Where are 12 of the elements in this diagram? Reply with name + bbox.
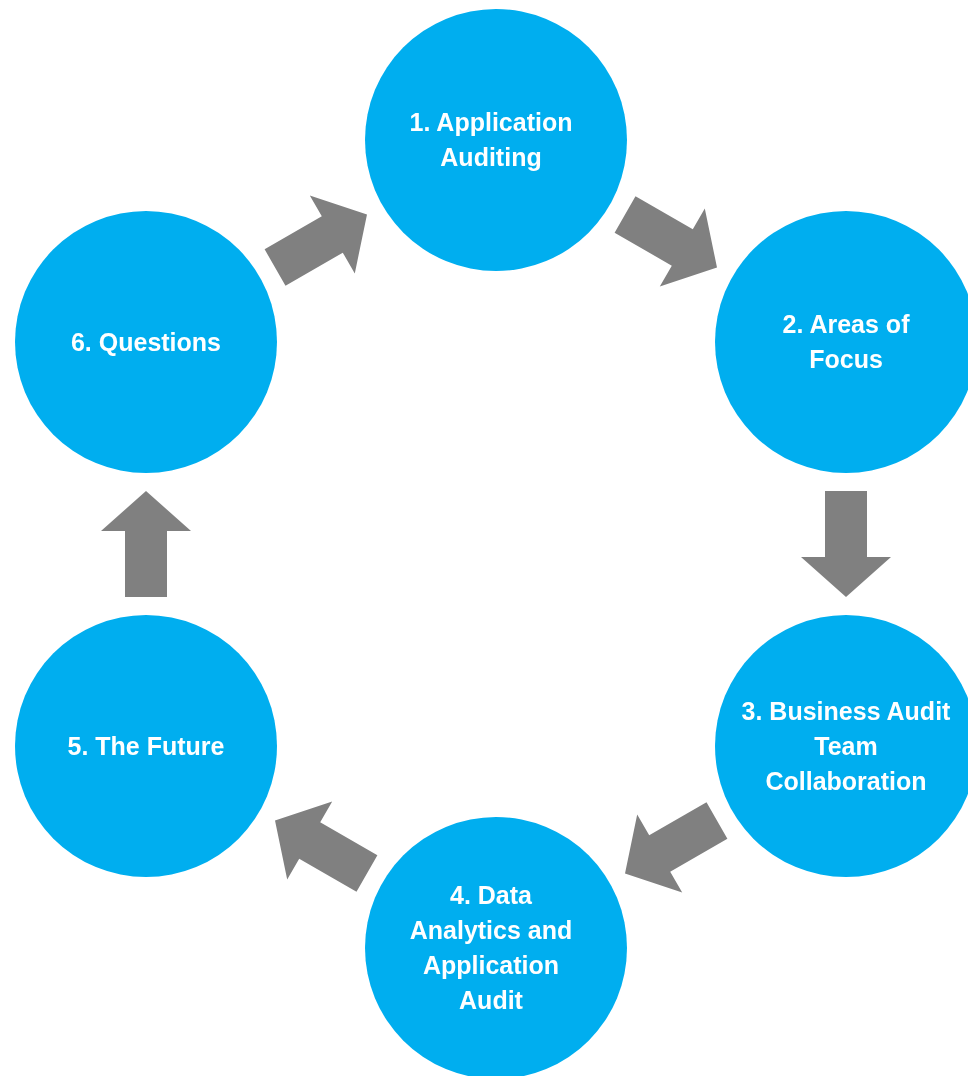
block-arrow (275, 801, 378, 892)
block-arrow (801, 491, 891, 597)
step-label: 4. Data Analytics and Application Audit (408, 880, 574, 1016)
step-label: 2. Areas of Focus (781, 309, 911, 375)
step-label: 6. Questions (70, 326, 221, 358)
block-arrow (614, 196, 717, 287)
step-label: 5. The Future (67, 730, 225, 762)
step-label: 1. Application Auditing (408, 107, 574, 173)
step-label: 3. Business Audit Team Collaboration (740, 695, 952, 797)
block-arrow (264, 195, 367, 286)
block-arrow (625, 802, 728, 893)
block-arrow (101, 491, 191, 597)
